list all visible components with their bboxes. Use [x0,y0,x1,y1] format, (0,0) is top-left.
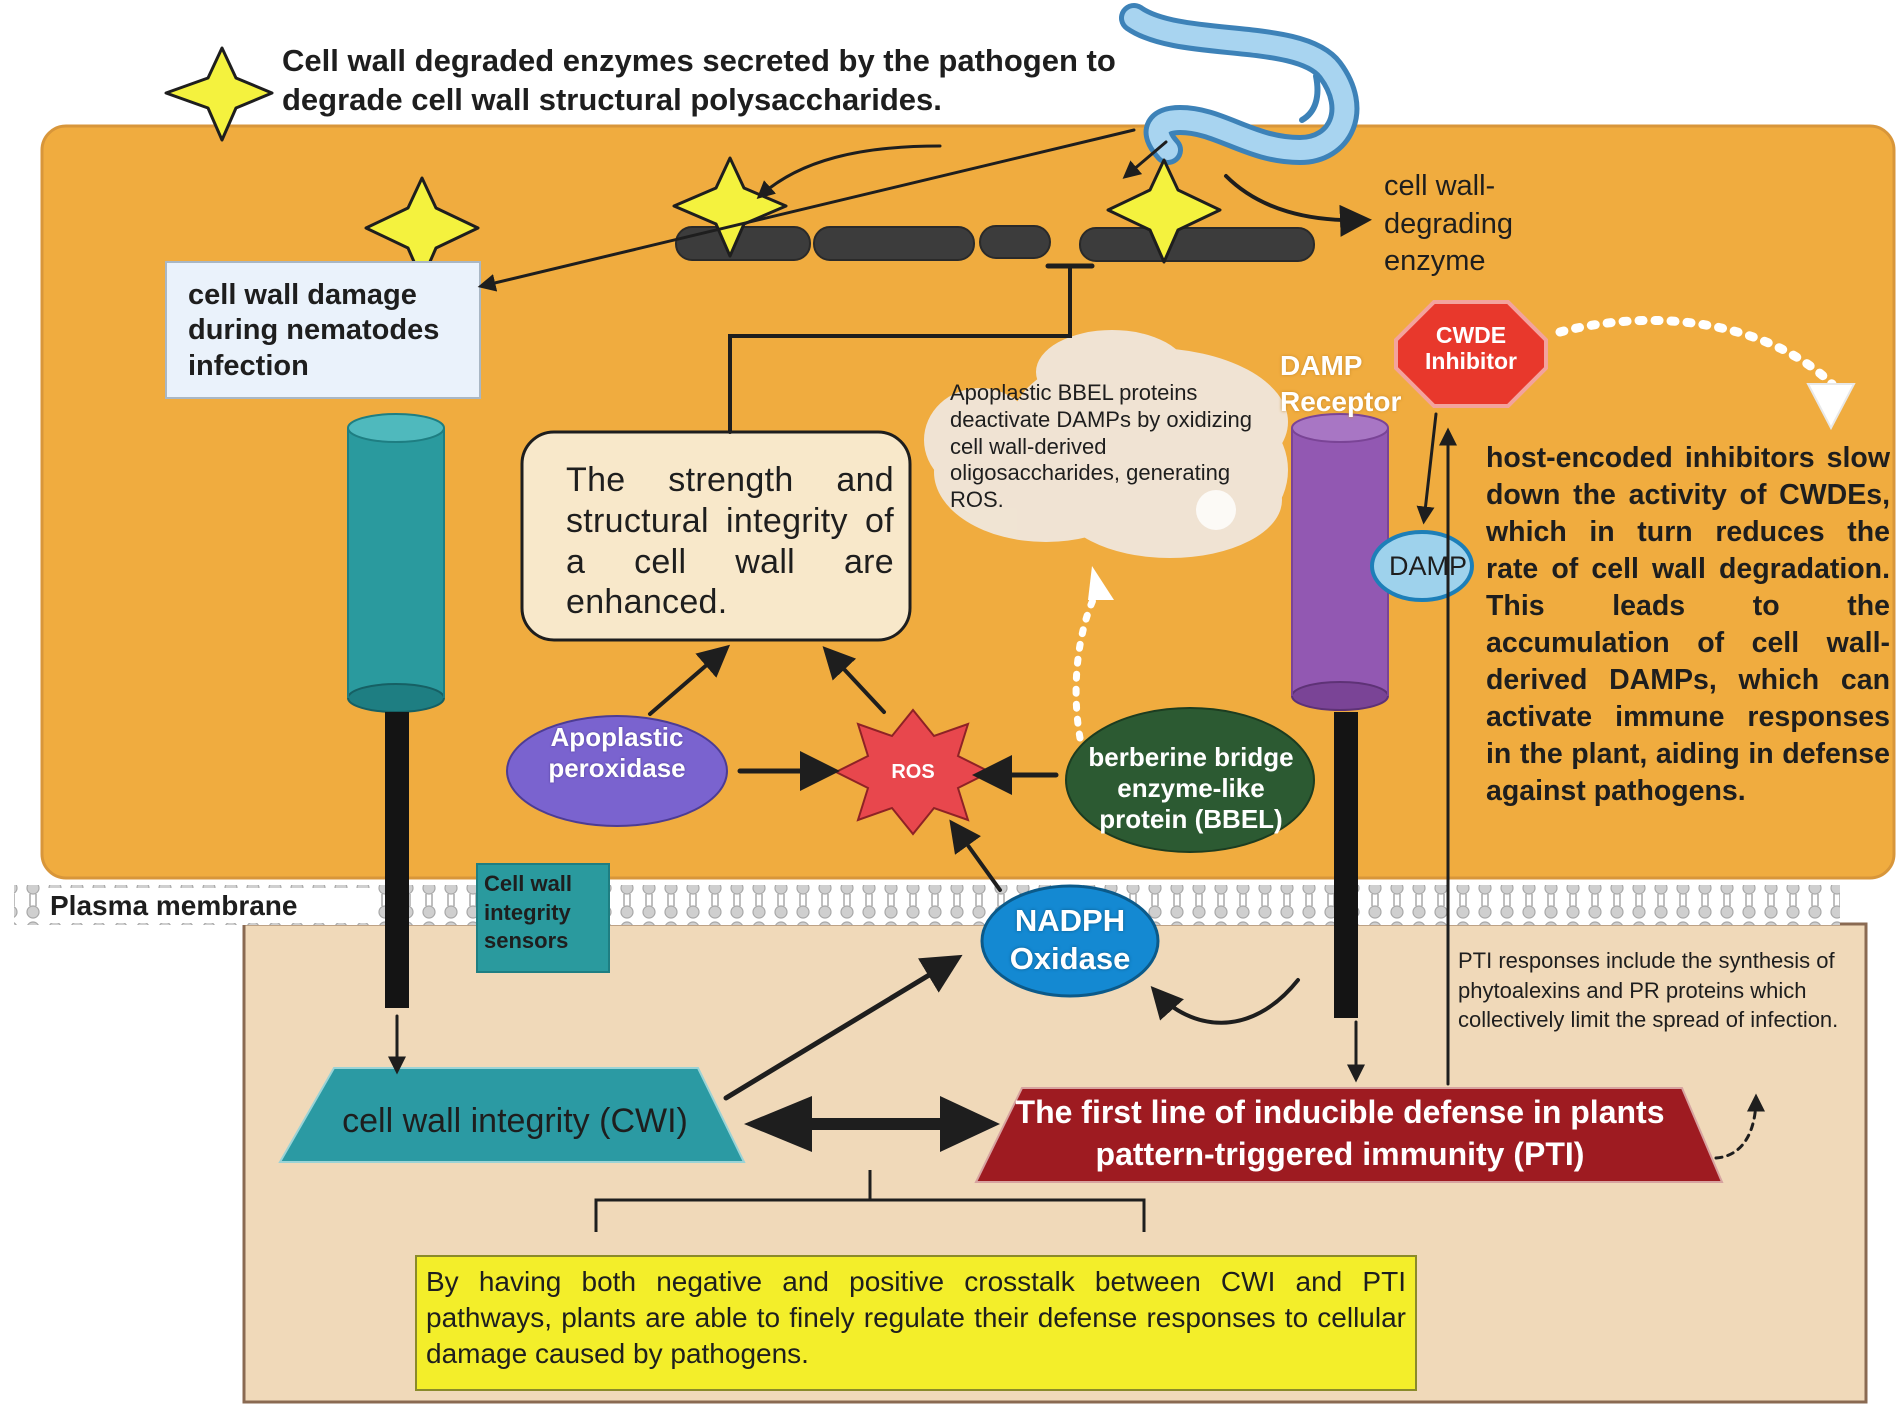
crosstalk-bracket [594,1170,1146,1232]
bbel-cloud-text: Apoplastic BBEL proteins deactivate DAMP… [950,380,1253,513]
arrows [388,128,1765,1160]
cwi-sensor-stalk [385,712,409,1008]
arrow-peroxidase-to-strength [648,644,731,716]
bbel-label: berberine bridge enzyme-like protein (BB… [1088,742,1294,835]
cwde-inhibitor-label: CWDE Inhibitor [1425,322,1517,375]
host-inhibitors-text: host-encoded inhibitors slow down the ac… [1486,442,1890,808]
arrow-inhibitor-to-damp [1416,412,1438,525]
cell-wall-damage-box [165,261,481,399]
strength-box [520,430,912,642]
nadph-ellipse [980,884,1160,998]
arrow-ros-to-strength [822,646,886,714]
ros-burst [833,708,993,836]
arrow-nematode-to-damage [477,128,1136,292]
nadph-label: NADPH Oxidase [1009,903,1131,976]
cell-wall-segments [675,225,1315,262]
cwi-sensors-label: Cell wall integrity sensors [484,871,573,954]
damp-receptor-stalk [1334,712,1358,1018]
star-legend-label: Cell wall degraded enzymes secreted by t… [282,43,1116,117]
strength-text: The strength and structural integrity of… [566,461,894,622]
damp-label: DAMP [1388,551,1467,581]
pti-label: The first line of inducible defense in p… [1015,1094,1665,1172]
arrow-nematode-to-left-star [756,144,942,200]
peroxidase-label: Apoplastic peroxidase [548,722,686,784]
cell-wall-damage-label: cell wall damage during nematodes infect… [188,279,440,382]
star-icons [164,46,1222,282]
bbel-ellipse [1065,707,1315,853]
cwi-parallelogram [278,1067,746,1163]
nematode-icon [1119,3,1360,166]
star-legend-icon [164,46,274,142]
damp-receptor-label: DAMP Receptor [1280,350,1402,418]
crosstalk-box [415,1255,1417,1391]
arrow-nadph-to-ros [949,819,1002,892]
cwde-label: cell wall-degrading enzyme [1384,170,1513,278]
inhibit-strength-to-wall [728,266,1072,434]
star-segment-right-icon [1106,158,1222,264]
double-arrow [744,1096,1000,1152]
cwi-label: cell wall integrity (CWI) [342,1102,688,1140]
ros-label: ROS [891,761,935,783]
peroxidase-ellipse [506,715,728,827]
arrow-nematode-to-right-star [1122,140,1168,179]
cwi-sensor-cylinder [347,413,445,713]
arrow-cwi-to-nadph [723,954,963,1101]
arrow-to-cwde-label [1224,174,1372,237]
dotted-up-head [1088,566,1114,600]
dotted-arc-head [1806,383,1856,431]
plasma-membrane-label: Plasma membrane [46,888,374,923]
pti-responses-text: PTI responses include the synthesis of p… [1458,948,1839,1033]
bbel-cloud [924,330,1288,558]
pti-parallelogram [974,1087,1724,1183]
cwde-inhibitor-octagon [1394,300,1548,408]
crosstalk-text: By having both negative and positive cro… [426,1266,1406,1369]
cloud-bubble [1196,490,1236,530]
arrow-curve-to-nadph [1150,978,1300,1025]
dotted-arc-inhibitor [1555,315,1837,389]
arrow-pti-dashed [1714,1093,1765,1160]
cwi-sensors-box [476,863,610,973]
